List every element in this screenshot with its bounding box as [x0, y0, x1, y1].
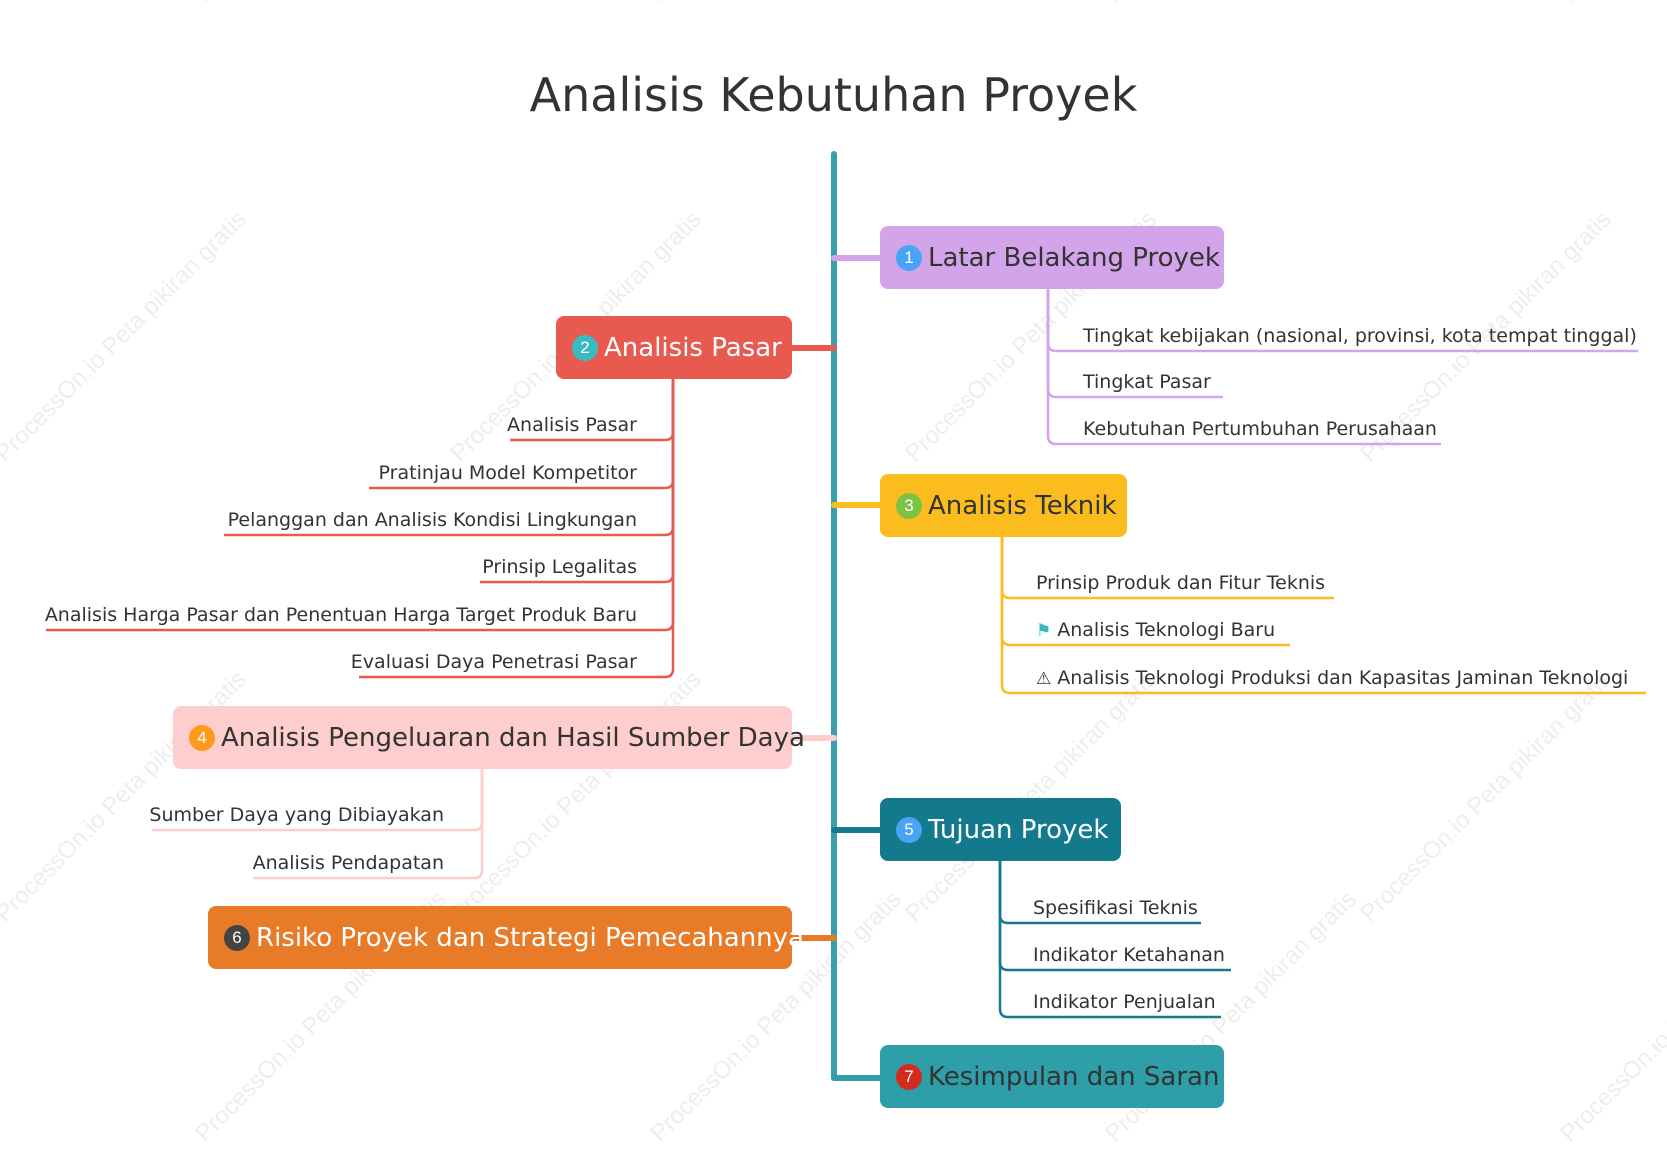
topic-label: Analisis Pengeluaran dan Hasil Sumber Da… — [221, 722, 805, 753]
subtopic[interactable]: Spesifikasi Teknis — [1033, 895, 1198, 921]
subtopic-connector — [1000, 537, 1646, 695]
subtopic[interactable]: ⚑Analisis Teknologi Baru — [1036, 617, 1275, 644]
number-badge: 2 — [572, 334, 598, 361]
number-badge: 6 — [224, 924, 250, 951]
subtopic[interactable]: Analisis Pendapatan — [253, 850, 444, 876]
subtopic[interactable]: Kebutuhan Pertumbuhan Perusahaan — [1083, 416, 1437, 442]
subtopic-label: Analisis Pasar — [507, 414, 637, 436]
subtopic-label: Analisis Pendapatan — [252, 852, 444, 874]
topic-label: Tujuan Proyek — [928, 814, 1109, 845]
subtopic-label: Tingkat kebijakan (nasional, provinsi, k… — [1083, 325, 1637, 347]
subtopic-label: Spesifikasi Teknis — [1033, 897, 1198, 919]
subtopic-label: Analisis Harga Pasar dan Penentuan Harga… — [44, 604, 637, 626]
subtopic-connector — [998, 861, 1221, 1019]
topic-label: Kesimpulan dan Saran — [928, 1061, 1220, 1092]
subtopic-label: Prinsip Legalitas — [482, 556, 637, 578]
subtopic[interactable]: Sumber Daya yang Dibiayakan — [149, 802, 444, 828]
topic-label: Analisis Pasar — [604, 332, 782, 363]
topic-analisis-teknik[interactable]: 3 Analisis Teknik — [880, 474, 1127, 537]
warning-icon: ⚠ — [1036, 669, 1052, 689]
subtopic-label: Analisis Teknologi Produksi dan Kapasita… — [1057, 667, 1629, 689]
subtopic[interactable]: Tingkat kebijakan (nasional, provinsi, k… — [1083, 323, 1637, 349]
subtopic-connector — [253, 769, 484, 880]
subtopic-label: Indikator Penjualan — [1033, 991, 1216, 1013]
subtopic-label: Pelanggan dan Analisis Kondisi Lingkunga… — [227, 509, 637, 531]
subtopic-label: Indikator Ketahanan — [1033, 944, 1225, 966]
subtopic[interactable]: Pratinjau Model Kompetitor — [379, 460, 637, 486]
number-badge: 4 — [189, 724, 215, 751]
number-badge: 3 — [896, 492, 922, 519]
subtopic[interactable]: Analisis Harga Pasar dan Penentuan Harga… — [45, 602, 637, 628]
subtopic[interactable]: Indikator Penjualan — [1033, 989, 1216, 1015]
topic-label: Analisis Teknik — [928, 490, 1117, 521]
subtopic-label: Kebutuhan Pertumbuhan Perusahaan — [1083, 418, 1437, 440]
subtopic-label: Prinsip Produk dan Fitur Teknis — [1036, 572, 1326, 594]
subtopic-connector — [1046, 289, 1441, 446]
subtopic[interactable]: Evaluasi Daya Penetrasi Pasar — [351, 649, 637, 675]
subtopic[interactable]: Tingkat Pasar — [1083, 369, 1211, 395]
subtopic[interactable]: Pelanggan dan Analisis Kondisi Lingkunga… — [228, 507, 637, 533]
number-badge: 7 — [896, 1063, 922, 1090]
subtopic[interactable]: ⚠Analisis Teknologi Produksi dan Kapasit… — [1036, 665, 1628, 692]
number-badge: 5 — [896, 816, 922, 843]
topic-analisis-pengeluaran[interactable]: 4 Analisis Pengeluaran dan Hasil Sumber … — [173, 706, 805, 769]
subtopic[interactable]: Analisis Pasar — [507, 412, 637, 438]
topic-latar-belakang-proyek[interactable]: 1 Latar Belakang Proyek — [880, 226, 1224, 289]
subtopic-label: Pratinjau Model Kompetitor — [378, 462, 637, 484]
topic-analisis-pasar[interactable]: 2 Analisis Pasar — [556, 316, 792, 379]
subtopic[interactable]: Indikator Ketahanan — [1033, 942, 1225, 968]
subtopic[interactable]: Prinsip Produk dan Fitur Teknis — [1036, 570, 1325, 596]
topic-risiko-proyek[interactable]: 6 Risiko Proyek dan Strategi Pemecahanny… — [208, 906, 804, 969]
subtopic-label: Tingkat Pasar — [1083, 371, 1211, 393]
subtopic-label: Analisis Teknologi Baru — [1057, 619, 1276, 641]
subtopic[interactable]: Prinsip Legalitas — [482, 554, 637, 580]
topic-label: Risiko Proyek dan Strategi Pemecahannya — [256, 922, 804, 953]
subtopic-connector — [359, 379, 675, 679]
topic-kesimpulan-dan-saran[interactable]: 7 Kesimpulan dan Saran — [880, 1045, 1224, 1108]
topic-label: Latar Belakang Proyek — [928, 242, 1220, 273]
subtopic-label: Evaluasi Daya Penetrasi Pasar — [350, 651, 637, 673]
flag-icon: ⚑ — [1036, 621, 1052, 641]
topic-tujuan-proyek[interactable]: 5 Tujuan Proyek — [880, 798, 1121, 861]
subtopic-label: Sumber Daya yang Dibiayakan — [149, 804, 444, 826]
mindmap-title: Analisis Kebutuhan Proyek — [529, 68, 1138, 122]
number-badge: 1 — [896, 244, 922, 271]
